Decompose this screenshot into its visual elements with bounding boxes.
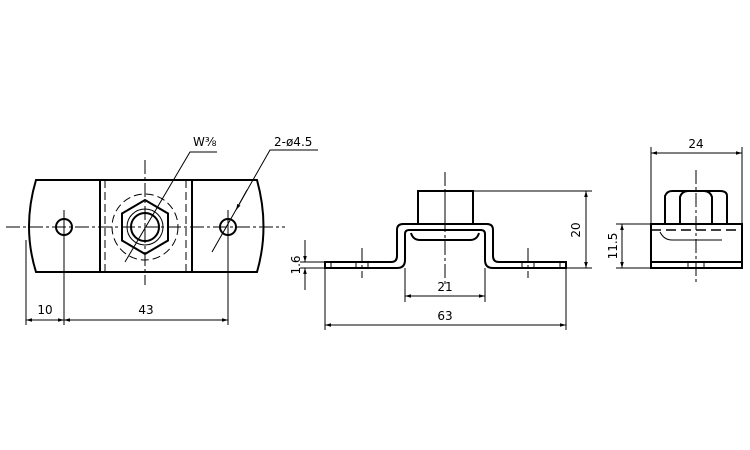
dim-43: 43 [138, 303, 153, 317]
dim-24: 24 [688, 137, 703, 151]
dim-10: 10 [37, 303, 52, 317]
side-view: 20 1.6 21 63 [289, 172, 592, 330]
end-view: 24 11.5 [606, 137, 743, 285]
front-view: W⅜ 2-ø4.5 10 43 [6, 135, 318, 325]
dim-1-6: 1.6 [289, 255, 303, 274]
dim-21: 21 [437, 280, 452, 294]
thread-label: W⅜ [193, 135, 217, 149]
dim-20: 20 [569, 222, 583, 237]
nut-end [664, 190, 728, 224]
dim-11-5: 11.5 [606, 233, 620, 260]
dim-63: 63 [437, 309, 452, 323]
plate-outline [28, 179, 265, 273]
holes-label: 2-ø4.5 [274, 135, 312, 149]
